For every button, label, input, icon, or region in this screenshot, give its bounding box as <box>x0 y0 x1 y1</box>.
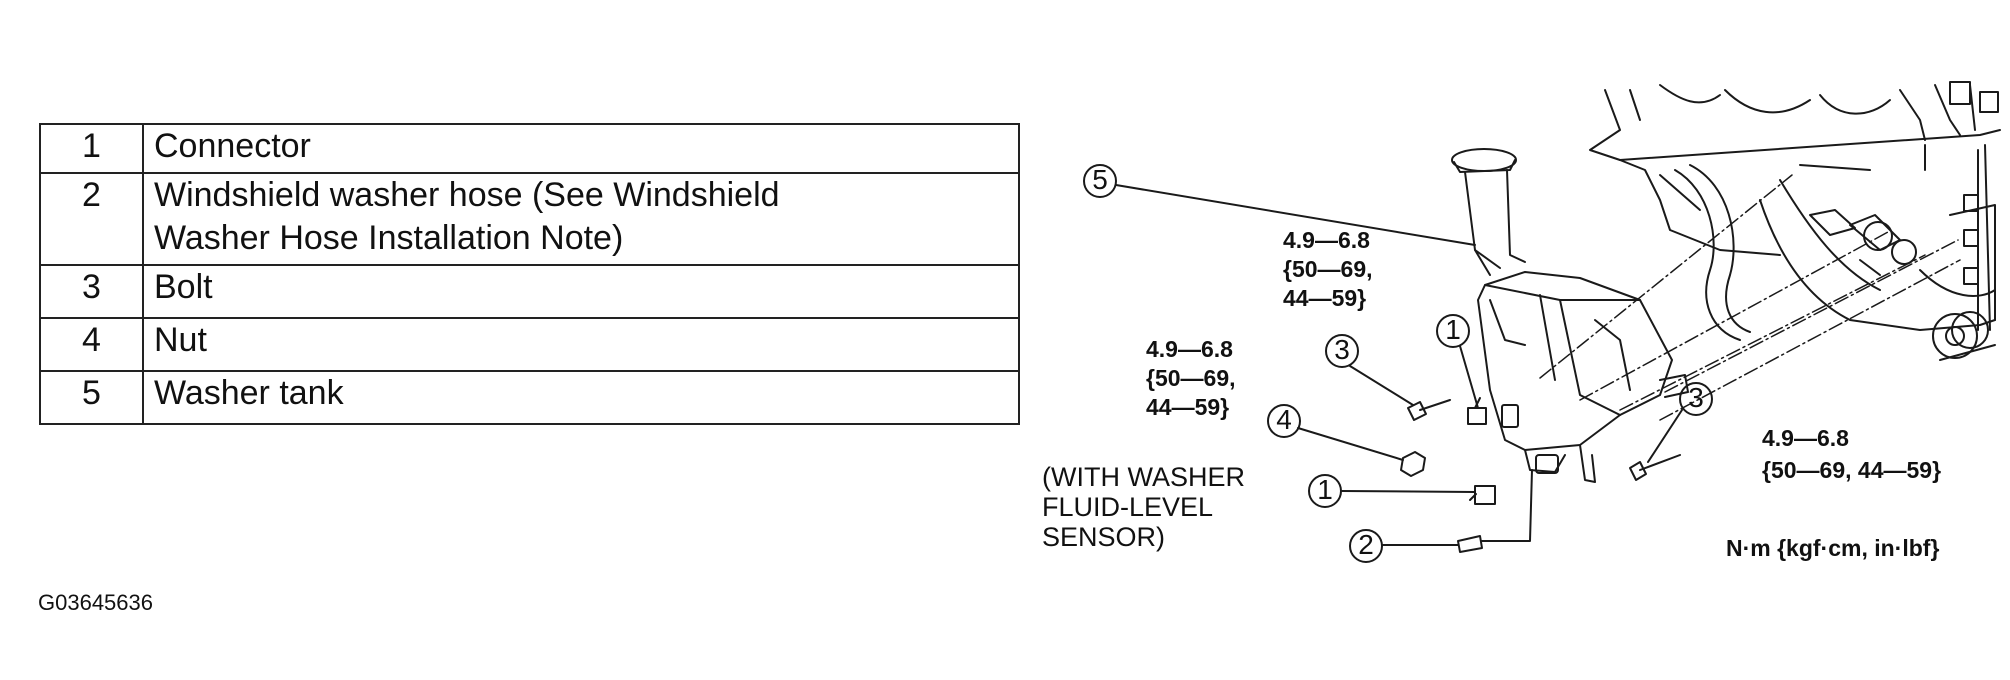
part-number: 5 <box>39 370 144 425</box>
part-description-line: Washer Hose Installation Note) <box>154 219 624 257</box>
part-description: Nut <box>142 317 1020 372</box>
hose-illustration <box>1457 535 1483 553</box>
connector-bottom-illustration <box>1469 485 1496 505</box>
callouts <box>1083 164 1713 563</box>
nut-illustration <box>1400 451 1426 477</box>
part-description: Connector <box>142 123 1020 174</box>
part-number: 3 <box>39 264 144 319</box>
part-description-line: Connector <box>154 127 311 165</box>
table-row: 4 Nut <box>39 317 1020 372</box>
table-row: 3 Bolt <box>39 264 1020 319</box>
part-description-line: Washer tank <box>154 374 344 412</box>
part-number: 1 <box>39 123 144 174</box>
washer-tank-diagram <box>1083 81 2001 563</box>
bolt-left-illustration <box>1407 399 1451 421</box>
part-description-line: Nut <box>154 321 207 359</box>
part-description: Washer tank <box>142 370 1020 425</box>
part-description-line: Bolt <box>154 268 213 306</box>
part-description: Windshield washer hose (See Windshield W… <box>142 172 1020 266</box>
figure-code: G03645636 <box>38 590 153 615</box>
table-row: 1 Connector <box>39 123 1020 174</box>
vehicle-body-illustration <box>1589 81 2001 361</box>
table-row: 2 Windshield washer hose (See Windshield… <box>39 172 1020 266</box>
washer-tank-illustration <box>1451 148 1689 483</box>
table-row: 5 Washer tank <box>39 370 1020 425</box>
fastener-parts <box>1400 397 1681 553</box>
part-number: 2 <box>39 172 144 266</box>
part-description: Bolt <box>142 264 1020 319</box>
parts-table: 1 Connector 2 Windshield washer hose (Se… <box>39 123 1020 425</box>
part-description-line: Windshield washer hose (See Windshield <box>154 176 780 214</box>
part-number: 4 <box>39 317 144 372</box>
installation-leader-lines <box>1539 174 1961 421</box>
bolt-right-illustration <box>1629 454 1681 481</box>
